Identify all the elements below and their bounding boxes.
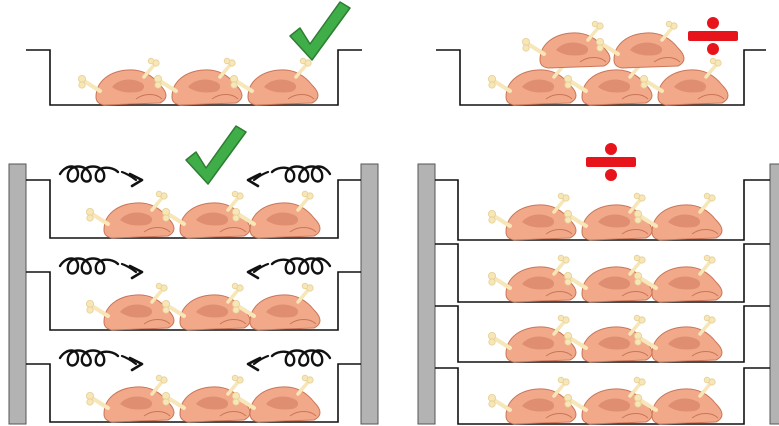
airflow-coil-icon [248,351,330,371]
check-icon [290,2,350,60]
check-icon [186,126,246,184]
roast-chicken-icon [86,191,174,238]
roast-chicken-icon [488,315,576,362]
divide-icon [586,143,636,181]
divide-icon [688,17,738,55]
airflow-coil-icon [60,351,142,371]
airflow-coil-icon [248,167,330,187]
roast-chicken-icon [78,58,166,105]
roast-chicken-icon [488,377,576,424]
roast-chicken-icon [488,193,576,240]
roast-chicken-icon [488,255,576,302]
roast-chicken-icon [86,375,174,422]
rack-post-right [770,164,779,424]
rack-post-left [418,164,435,424]
rack-post-left [9,164,26,424]
roast-chicken-icon [522,21,610,68]
airflow-coil-icon [248,259,330,279]
panel-rack-stacked-no-airflow [418,143,779,424]
panel-rack-spaced-with-airflow [9,126,378,424]
roast-chicken-icon [230,58,318,105]
panel-single-tray-correct [26,2,362,105]
rack-post-right [361,164,378,424]
roast-chicken-icon [86,283,174,330]
roast-chicken-icon [154,58,242,105]
airflow-coil-icon [60,259,142,279]
panel-single-tray-overloaded [436,17,766,105]
airflow-coil-icon [60,167,142,187]
